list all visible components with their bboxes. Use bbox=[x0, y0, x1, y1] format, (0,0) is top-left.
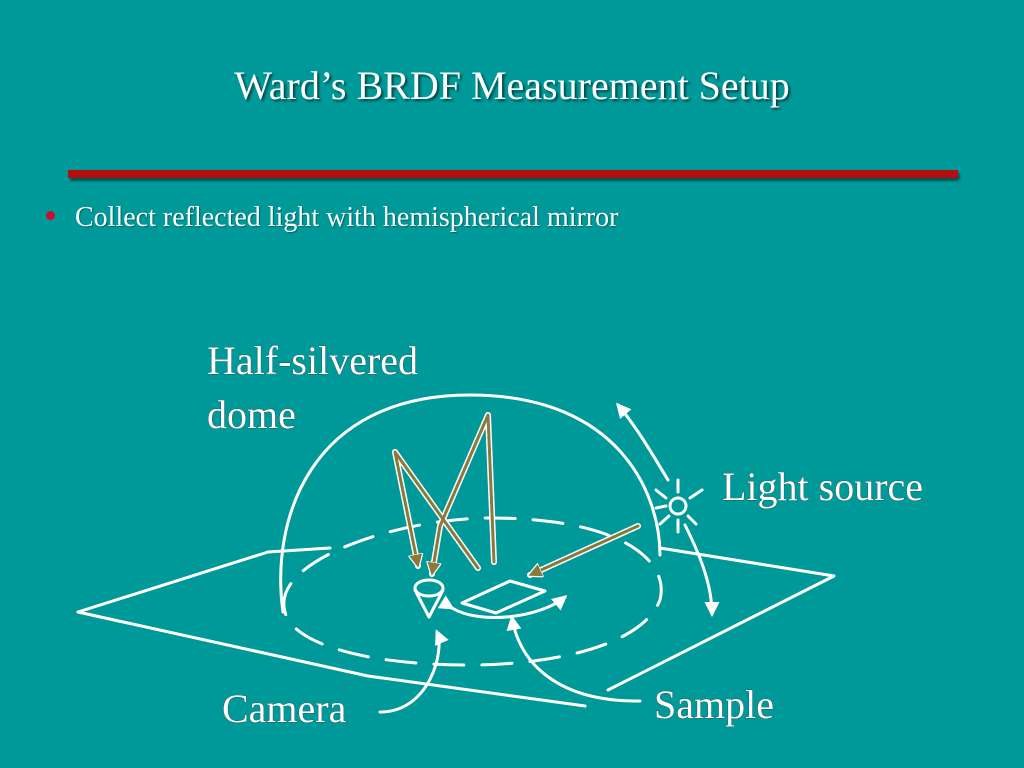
light-arc-down bbox=[683, 523, 720, 617]
ray-a bbox=[432, 413, 496, 574]
light-arc-up bbox=[616, 402, 670, 482]
title-rule bbox=[68, 170, 958, 178]
bullet-text: Collect reflected light with hemispheric… bbox=[75, 202, 619, 233]
bullet-dot-icon bbox=[46, 211, 55, 220]
camera-icon bbox=[413, 578, 445, 619]
table-plane bbox=[76, 546, 332, 614]
sample-label: Sample bbox=[654, 682, 774, 727]
camera-leader bbox=[378, 629, 449, 714]
ray-b bbox=[393, 450, 480, 568]
sample-leader bbox=[506, 615, 642, 703]
sample-plate bbox=[460, 579, 547, 615]
hemisphere-dome bbox=[279, 393, 662, 614]
dome-rim bbox=[282, 516, 663, 667]
dome-label-line1: Half-silvered bbox=[207, 338, 418, 383]
dome-label-line2: dome bbox=[207, 392, 296, 437]
light-source-label: Light source bbox=[722, 464, 923, 509]
sun-icon bbox=[654, 478, 704, 534]
bullet-item: Collect reflected light with hemispheric… bbox=[46, 202, 618, 234]
camera-label: Camera bbox=[222, 686, 347, 731]
slide-title: Ward’s BRDF Measurement Setup bbox=[234, 63, 790, 108]
ray-c bbox=[530, 524, 640, 575]
